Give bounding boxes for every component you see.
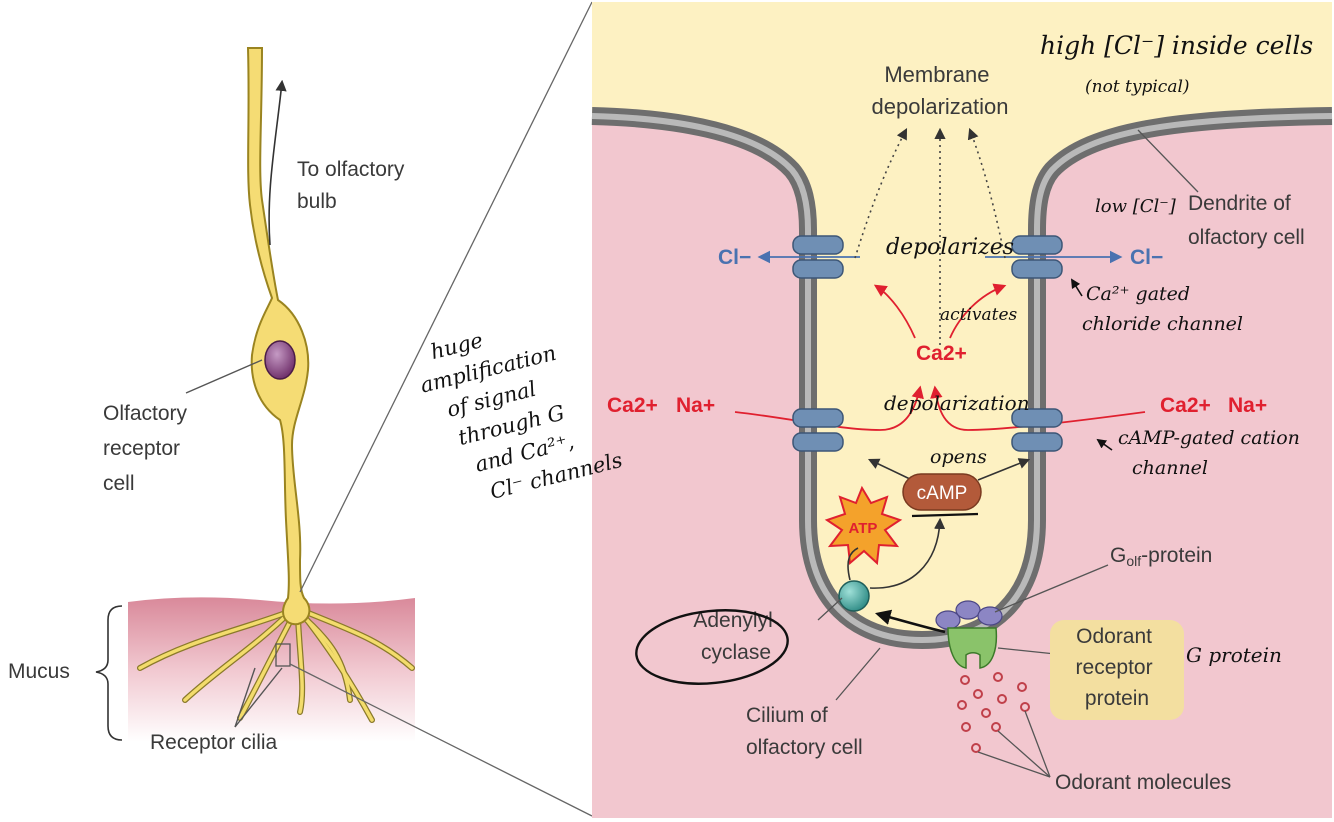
golf-protein-label: Golf-protein [1110, 544, 1212, 569]
zoom-line-bottom [289, 663, 593, 817]
note-depolarization: depolarization [884, 391, 1030, 415]
odorant-molecules-label: Odorant molecules [1055, 771, 1231, 794]
ca-gated-chloride-channel-left [792, 235, 844, 279]
note-adenylyl-circle [635, 609, 789, 685]
note-low-cl: low [Cl⁻] [1095, 196, 1177, 217]
zoom-line-top [299, 1, 593, 593]
dendrite-interior [592, 2, 1332, 640]
odorant-receptor-box [1050, 620, 1184, 720]
chloride-ion-left: Cl− [718, 246, 751, 269]
sodium-ion-right: Na+ [1228, 394, 1267, 417]
mucus-label: Mucus [8, 660, 70, 683]
receptor-cilia-label: Receptor cilia [150, 731, 278, 754]
odorant-receptor-protein-label: Odorant receptor protein [1076, 625, 1159, 710]
to-olfactory-bulb-label: To olfactory bulb [297, 158, 410, 213]
note-opens: opens [930, 446, 987, 468]
mucus-layer [128, 597, 415, 742]
membrane-depolarization-label: Membrane depolarization [872, 62, 1009, 119]
chloride-ion-right: Cl− [1130, 246, 1163, 269]
note-high-cl: high [Cl⁻] inside cells [1040, 31, 1313, 60]
olfactory-receptor-cell-label: Olfactory receptor cell [103, 402, 193, 495]
atp-label: ATP [849, 520, 878, 537]
odorant-leaders [977, 710, 1051, 778]
cilia-leader-1 [234, 667, 256, 728]
note-camp-gated-cation: cAMP-gated cation channel [1118, 427, 1306, 479]
calcium-ion-left: Ca2+ [607, 394, 658, 417]
camp-label: cAMP [917, 483, 968, 504]
note-g-protein: G protein [1186, 643, 1282, 667]
mucus-bracket [95, 605, 123, 741]
camp-gated-cation-channel-right [1011, 408, 1063, 452]
cilium-label: Cilium of olfactory cell [746, 704, 863, 759]
note-cation-arrow [1096, 438, 1113, 451]
atp-to-camp-arrow [847, 520, 940, 589]
dendrite-label: Dendrite of olfactory cell [1188, 192, 1305, 249]
note-g-to-ac-arrow [874, 609, 946, 634]
note-not-typical: (not typical) [1085, 77, 1190, 97]
note-activates: activates [940, 305, 1018, 325]
camp-opens-arrows [867, 458, 1031, 481]
camp-gated-cation-channel-left [792, 408, 844, 452]
receptor-cell-leader [185, 359, 263, 394]
odorant-receptor [947, 627, 998, 669]
note-depolarizes: depolarizes [886, 235, 1014, 260]
note-chloride-arrow [1070, 278, 1083, 297]
camp-molecule: cAMP [902, 473, 982, 511]
note-ca-gated-chloride: Ca²⁺ gated chloride channel [1082, 283, 1243, 335]
left-panel [95, 47, 415, 742]
cilia-leader-2 [234, 667, 283, 728]
cation-influx-arrows [734, 283, 1146, 431]
to-bulb-arrow [268, 79, 287, 246]
atp-molecule: ATP [824, 485, 903, 566]
calcium-ion-center: Ca2+ [916, 342, 967, 365]
adenylyl-cyclase-label: Adenylyl cyclase [693, 609, 778, 664]
cell-membrane [591, 107, 1333, 650]
zoom-box [275, 643, 291, 667]
receptor-cilia-strands [137, 609, 415, 723]
calcium-ion-right: Ca2+ [1160, 394, 1211, 417]
adenylyl-cyclase-enzyme [838, 580, 870, 612]
sodium-ion-left: Na+ [676, 394, 715, 417]
ca-gated-chloride-channel-right [1011, 235, 1063, 279]
olfactory-receptor-cell-body [246, 47, 311, 626]
nucleus [264, 340, 296, 380]
note-camp-underline [911, 512, 979, 518]
